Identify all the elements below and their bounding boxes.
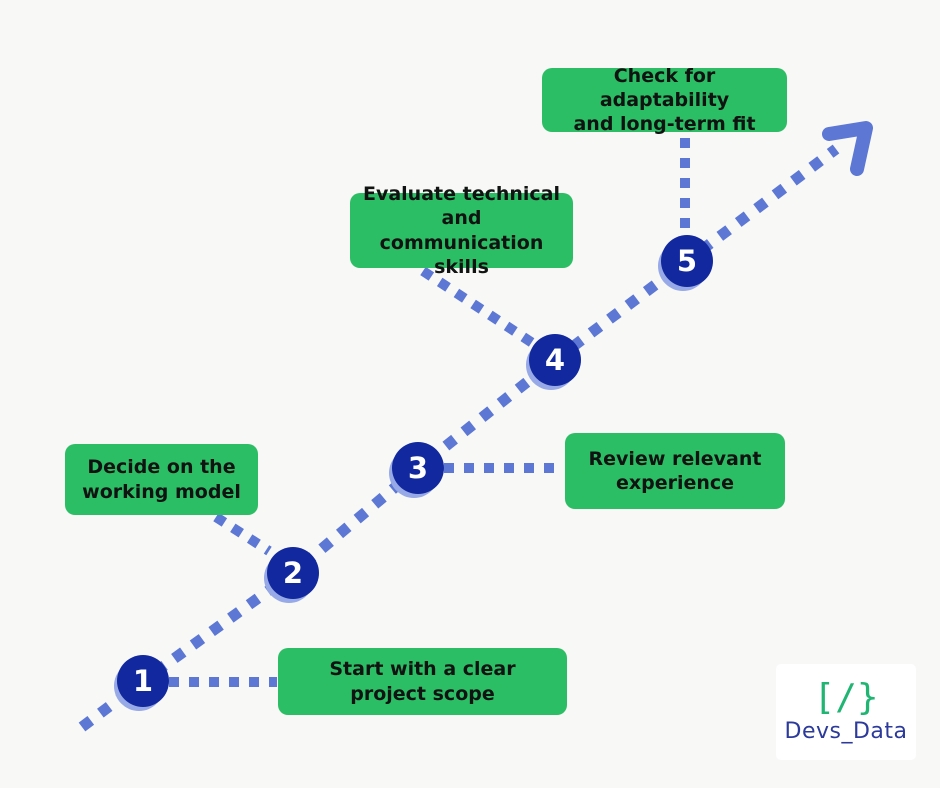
step-circle-1: 1 — [117, 655, 169, 707]
step-label-5: Check for adaptability and long-term fit — [542, 65, 787, 135]
code-brackets-icon: [/} — [813, 677, 879, 718]
step-label-3: Review relevant experience — [565, 433, 785, 509]
step-label-4: Evaluate technical and communication ski… — [350, 183, 573, 278]
step-label-1: Start with a clear project scope — [278, 648, 567, 715]
connector-step-2 — [213, 512, 272, 556]
arrow-up-right-icon — [822, 121, 873, 176]
connector-step-4 — [420, 266, 537, 349]
step-circle-4: 4 — [529, 334, 581, 386]
step-circle-3: 3 — [392, 442, 444, 494]
step-label-2: Decide on the working model — [65, 444, 258, 515]
step-circle-2: 2 — [267, 547, 319, 599]
devsdata-logo: [/} Devs_Data — [776, 664, 916, 760]
step-circle-5: 5 — [661, 235, 713, 287]
devsdata-logo-text: Devs_Data — [784, 719, 908, 744]
